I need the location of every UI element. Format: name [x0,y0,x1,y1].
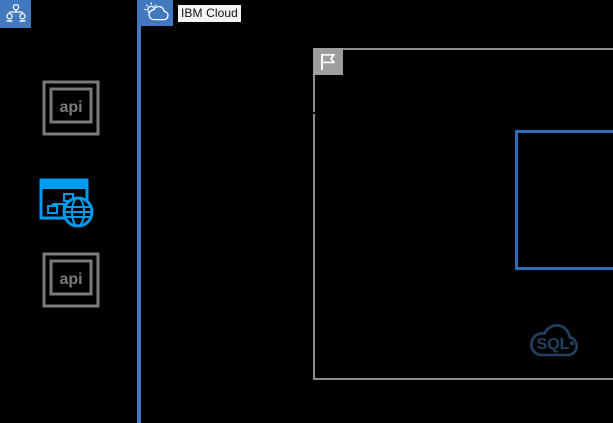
api-icon-label: api [59,99,82,116]
sql-cloud-item[interactable]: SQL [527,316,585,369]
connector-mark [313,112,315,114]
flag-icon [321,53,335,70]
cloud-badge [141,0,173,26]
users-group-tag [0,0,31,28]
users-group-icon [5,4,26,22]
sidebar-item-api-2[interactable]: api [42,252,100,313]
api-icon: api [42,80,100,136]
ibm-cloud-panel[interactable]: IBM Cloud [141,0,613,423]
cloud-sun-icon [144,2,169,21]
sql-cloud-icon: SQL [530,324,579,357]
ibm-cloud-label: IBM Cloud [177,3,242,23]
api-icon-label: api [59,271,82,288]
ibm-cloud-tag[interactable]: IBM Cloud [141,0,242,26]
web-app-globe-icon [39,178,94,228]
region-tag [313,48,343,75]
sidebar-item-api-1[interactable]: api [42,80,100,141]
api-icon: api [42,252,100,308]
region-container[interactable]: SQL [313,48,613,380]
sidebar-item-web-app[interactable] [38,176,98,235]
subnet-container[interactable] [515,130,613,270]
sql-cloud-label: SQL [537,336,570,353]
users-group-panel[interactable]: api api [0,0,141,423]
